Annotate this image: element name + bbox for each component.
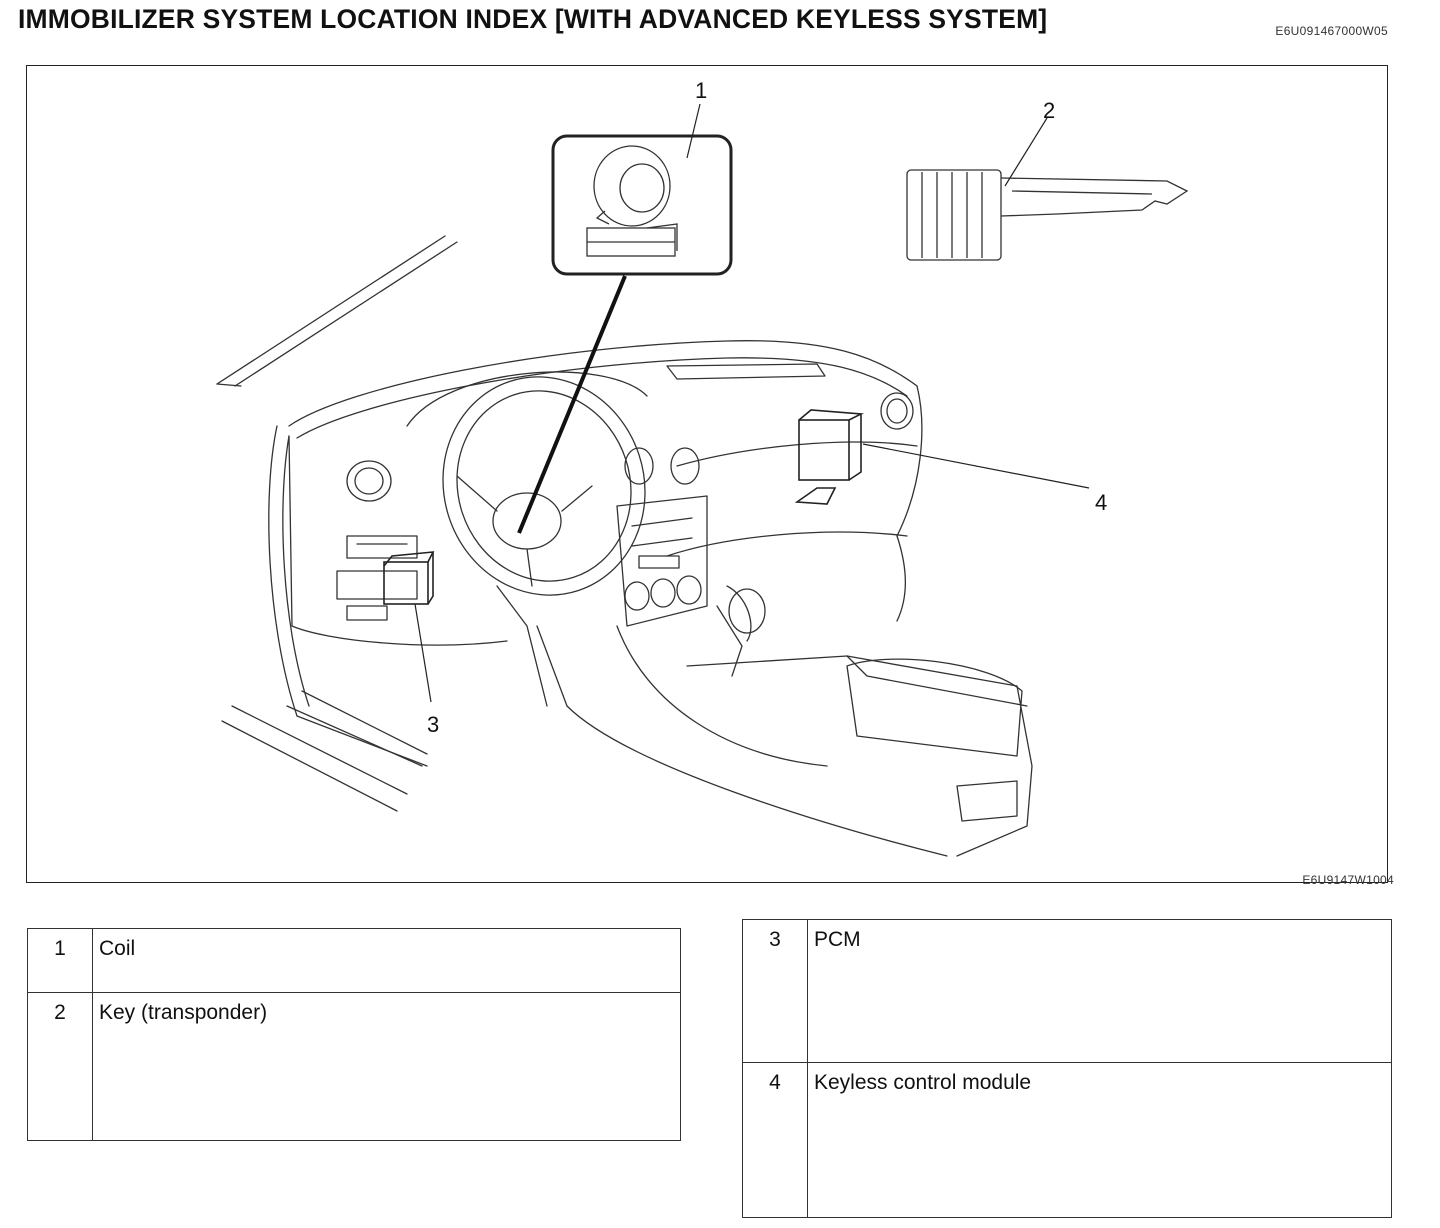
legend-number: 4 <box>742 1062 808 1218</box>
callout-3: 3 <box>427 712 440 737</box>
legend-row: 4 Keyless control module <box>742 1062 1392 1218</box>
legend-label: Keyless control module <box>807 1062 1392 1218</box>
callout-2: 2 <box>1043 98 1056 123</box>
callout-1: 1 <box>695 78 708 103</box>
legend-label: PCM <box>807 919 1392 1063</box>
document-code: E6U091467000W05 <box>1275 24 1388 38</box>
figure-code: E6U9147W1004 <box>1302 873 1394 887</box>
legend-row: 1 Coil <box>27 928 681 993</box>
legend-table-right: 3 PCM 4 Keyless control module <box>742 919 1392 1218</box>
legend-number: 2 <box>27 992 93 1141</box>
legend-label: Coil <box>92 928 681 993</box>
legend-row: 3 PCM <box>742 919 1392 1063</box>
legend-label: Key (transponder) <box>92 992 681 1141</box>
legend-number: 1 <box>27 928 93 993</box>
legend-number: 3 <box>742 919 808 1063</box>
document-title: IMMOBILIZER SYSTEM LOCATION INDEX [WITH … <box>18 4 1048 34</box>
location-illustration: 1 2 3 4 <box>26 65 1388 883</box>
callout-4: 4 <box>1095 490 1108 515</box>
legend-row: 2 Key (transponder) <box>27 992 681 1141</box>
dashboard-drawing <box>216 103 1189 857</box>
legend-table-left: 1 Coil 2 Key (transponder) <box>27 928 681 1141</box>
